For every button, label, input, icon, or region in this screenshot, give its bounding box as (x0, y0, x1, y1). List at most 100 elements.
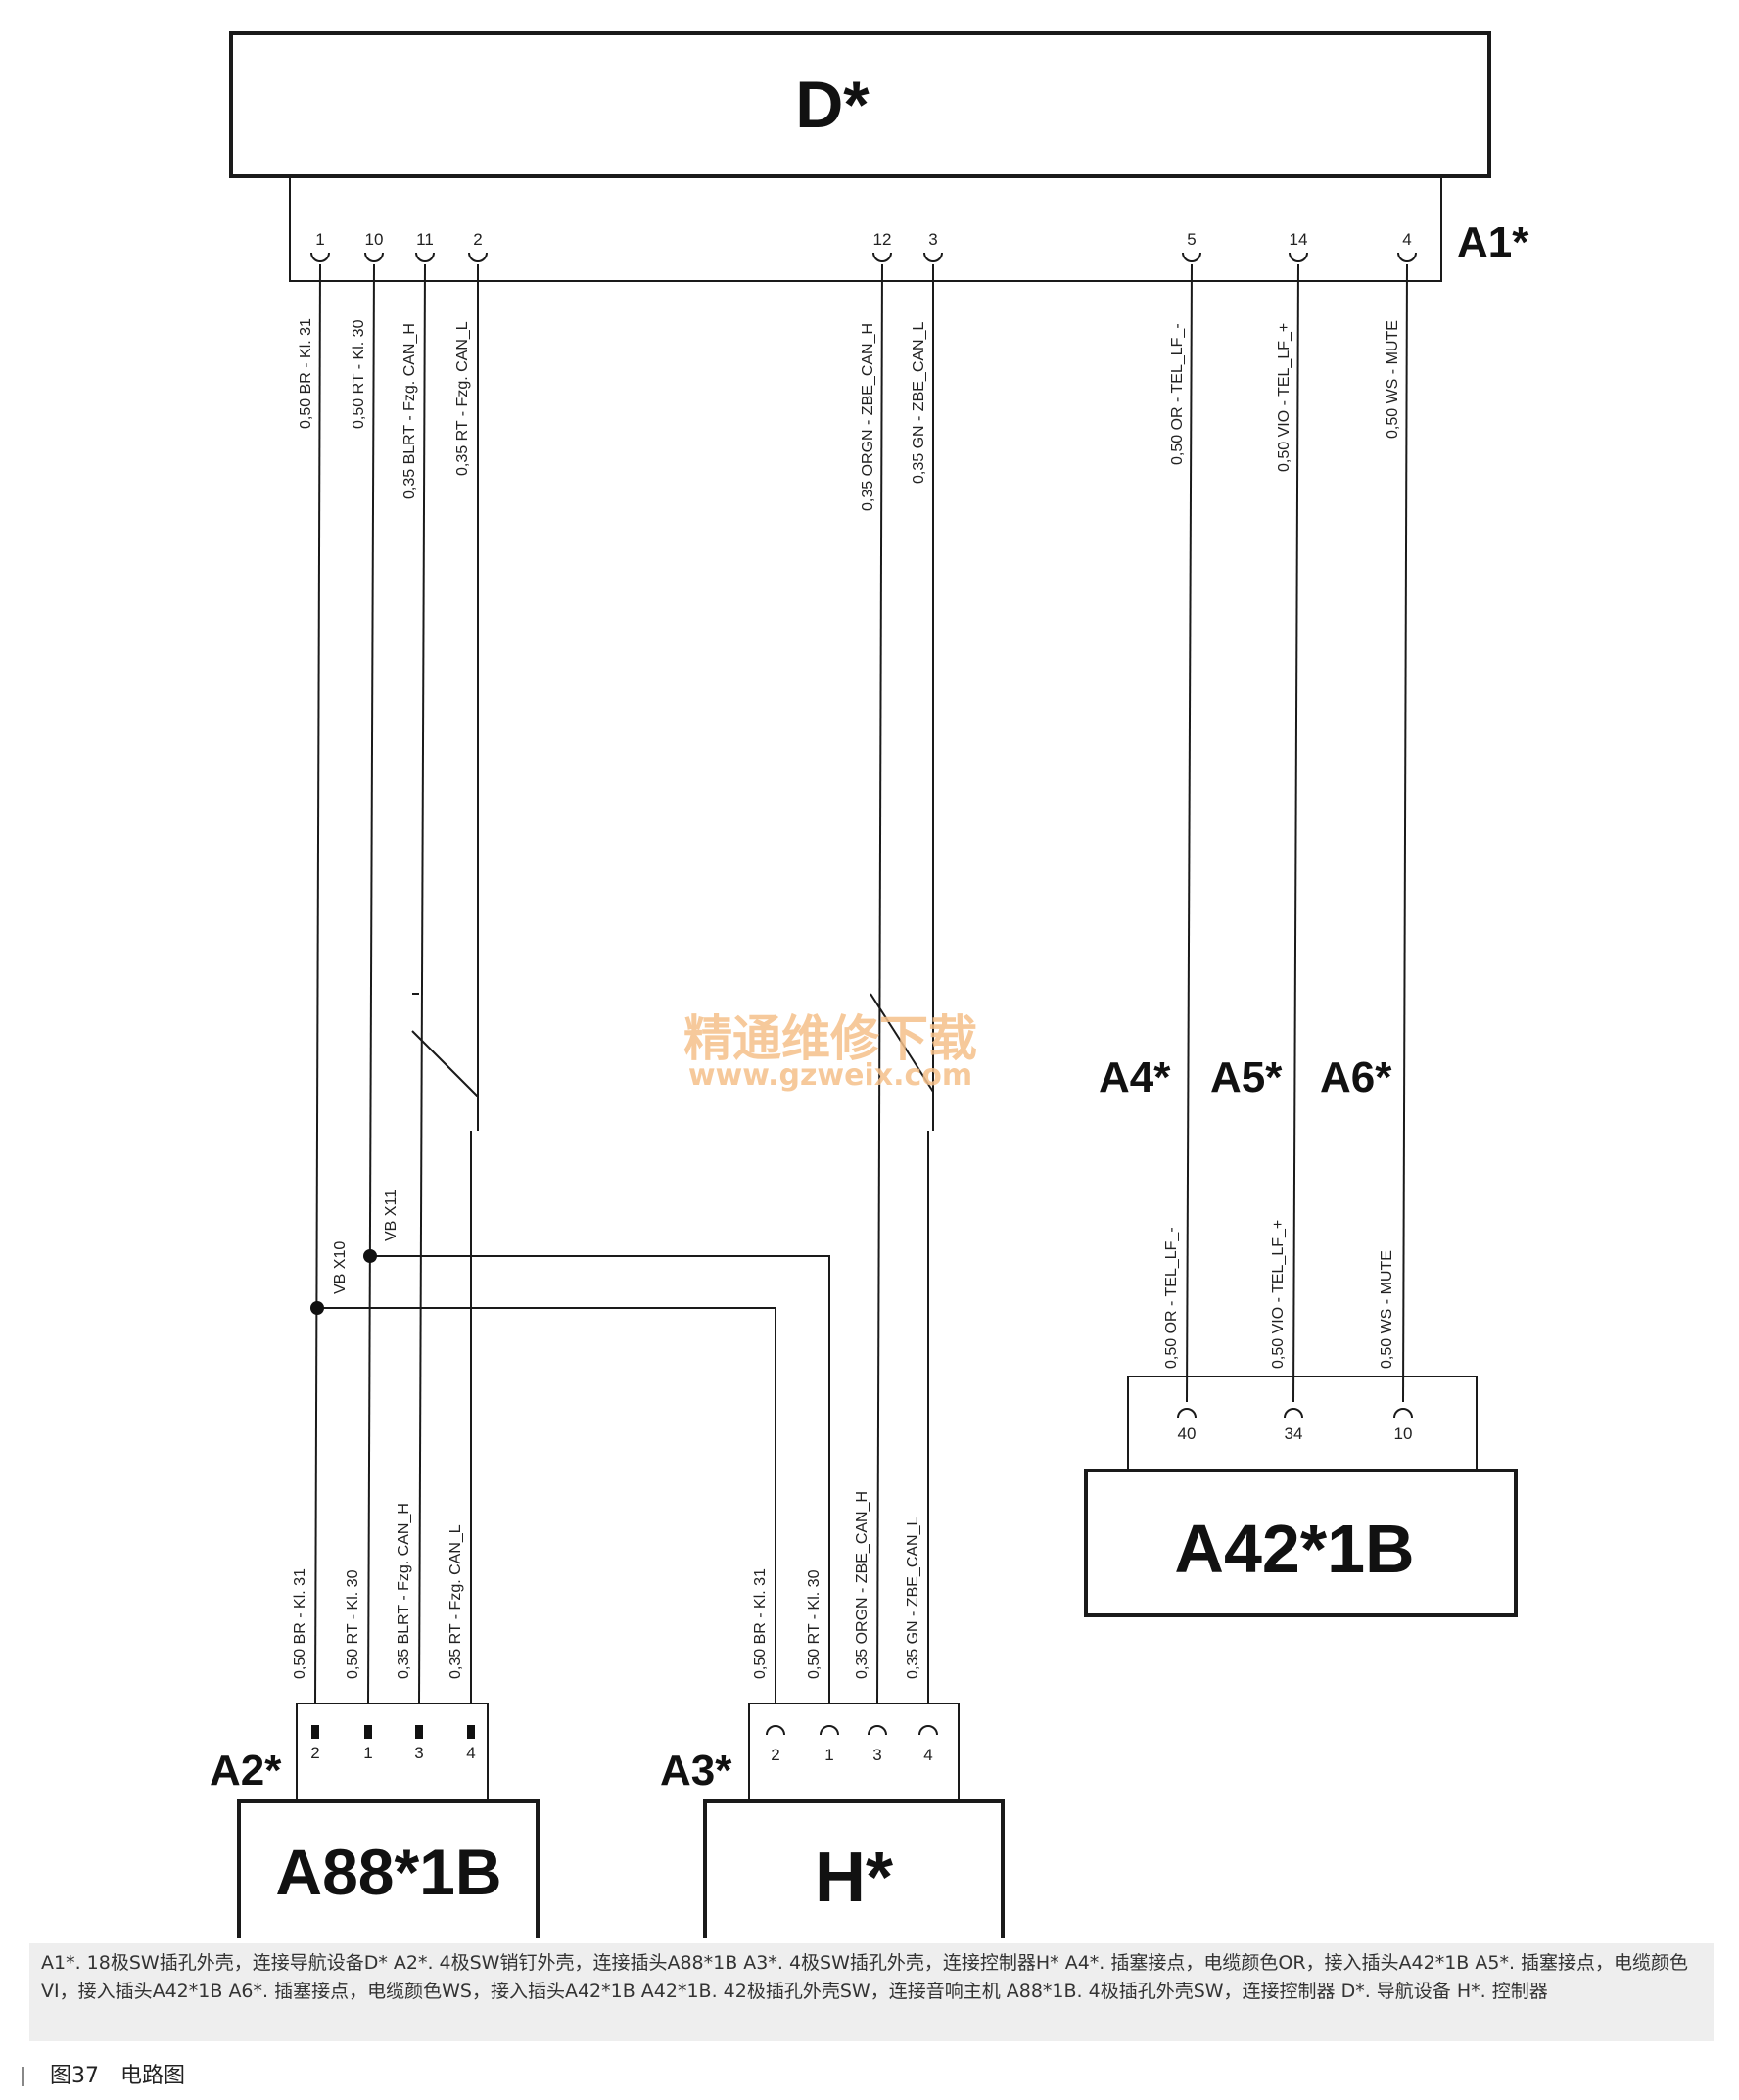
a3-pin-2: 2 (771, 1746, 779, 1764)
a3-wire-label-3: 0,35 ORGN - ZBE_CAN_H (854, 1491, 870, 1679)
a2-terminal-4 (467, 1725, 475, 1739)
wire-tel-lf-plus (1292, 263, 1299, 1403)
a42-wire-label-2: 0,50 VIO - TEL_LF_+ (1270, 1220, 1287, 1369)
a1-socket-4 (1397, 252, 1417, 262)
a3-pin-1: 1 (824, 1746, 833, 1764)
module-d-label: D* (795, 68, 870, 142)
a1-pin-10: 10 (365, 230, 384, 249)
a1-pin-12: 12 (873, 230, 892, 249)
connector-a6-label: A6* (1320, 1053, 1392, 1101)
a1-pin-2: 2 (473, 230, 482, 249)
a3-wire-label-1: 0,50 BR - Kl. 31 (752, 1568, 769, 1679)
a42-pin-10: 10 (1394, 1424, 1413, 1443)
connector-a1-box (289, 175, 1442, 282)
connector-a1-label: A1* (1457, 218, 1529, 266)
wire-mute (1402, 263, 1408, 1403)
a3-pin-4: 4 (923, 1746, 932, 1764)
connector-a4-label: A4* (1099, 1053, 1171, 1101)
connector-a5-label: A5* (1210, 1053, 1283, 1101)
module-a42-label: A42*1B (1174, 1511, 1414, 1587)
a2-pin-4: 4 (466, 1744, 475, 1762)
figure-number: 图37 (50, 2064, 99, 2088)
a42-pin-34: 34 (1285, 1424, 1303, 1443)
a2-pin-group: 2 1 3 4 (310, 1725, 476, 1762)
a2-pin-2: 2 (310, 1744, 319, 1762)
a1-wire-label-8: 0,50 VIO - TEL_LF_+ (1276, 323, 1292, 472)
module-a42-box (1084, 1469, 1518, 1617)
a1-wire-label-7: 0,50 OR - TEL_LF_- (1169, 323, 1186, 465)
a1-pin-11: 11 (416, 230, 434, 249)
figure-title: 电路图 (120, 2064, 186, 2088)
a3-socket-2 (766, 1725, 785, 1736)
a1-pin-1: 1 (315, 230, 324, 249)
watermark-cn: 精通维修下载 (683, 1009, 977, 1067)
a2-wire-label-4: 0,35 RT - Fzg. CAN_L (447, 1524, 464, 1679)
splice-label-vbx10: VB X10 (332, 1241, 349, 1294)
a3-wire-label-4: 0,35 GN - ZBE_CAN_L (905, 1517, 921, 1680)
a3-socket-4 (918, 1725, 938, 1736)
module-a88-label: A88*1B (275, 1836, 501, 1908)
a3-pin-3: 3 (872, 1746, 881, 1764)
splice-dot-vbx10 (310, 1301, 324, 1315)
a1-socket-5 (1182, 252, 1201, 262)
a42-wire-label-3: 0,50 WS - MUTE (1379, 1250, 1395, 1369)
a2-wire-label-2: 0,50 RT - Kl. 30 (345, 1569, 361, 1679)
a2-wire-label-1: 0,50 BR - Kl. 31 (292, 1568, 308, 1679)
connector-a2-box (296, 1703, 489, 1802)
a1-wire-label-4: 0,35 RT - Fzg. CAN_L (454, 321, 471, 476)
a1-wire-label-9: 0,50 WS - MUTE (1385, 320, 1401, 439)
a2-pin-3: 3 (414, 1744, 423, 1762)
splice-label-vbx11: VB X11 (383, 1190, 400, 1241)
a1-socket-14 (1289, 252, 1308, 262)
a1-socket-12 (872, 252, 892, 262)
a2-terminal-2 (311, 1725, 319, 1739)
connector-a2-label: A2* (210, 1747, 282, 1795)
a2-wire-label-3: 0,35 BLRT - Fzg. CAN_H (396, 1503, 412, 1679)
a1-wire-label-2: 0,50 RT - Kl. 30 (351, 319, 367, 429)
a42-socket-40 (1177, 1408, 1197, 1419)
watermark-url: www.gzweix.com (688, 1058, 972, 1093)
a42-pin-group: 40 34 10 (1177, 1408, 1413, 1443)
a42-socket-10 (1393, 1408, 1413, 1419)
a1-socket-1 (310, 252, 330, 262)
connector-a42-box (1127, 1376, 1478, 1471)
wire-fzg-can-h (418, 263, 426, 1704)
circuit-diagram: .ln { stroke: #1a1a1a; fill: none; } .pi… (210, 31, 1529, 1938)
connector-a3-label: A3* (660, 1747, 732, 1795)
a3-wire-label-2: 0,50 RT - Kl. 30 (806, 1569, 822, 1679)
wire-kl31 (314, 263, 321, 1704)
a42-wire-label-group: 0,50 OR - TEL_LF_-0,50 VIO - TEL_LF_+0,5… (1163, 1220, 1395, 1369)
a3-socket-1 (820, 1725, 839, 1736)
a1-pin-5: 5 (1187, 230, 1196, 249)
a1-wire-label-3: 0,35 BLRT - Fzg. CAN_H (401, 323, 418, 499)
wire-kl30 (367, 263, 375, 1704)
wire-zbe-twist-cross (870, 993, 934, 1093)
wire-fzg-twist-cross (411, 1030, 479, 1097)
a2-wire-label-group: 0,50 BR - Kl. 31 0,50 RT - Kl. 30 0,35 BLR… (292, 1503, 464, 1679)
a3-socket-3 (868, 1725, 887, 1736)
a42-pin-40: 40 (1178, 1424, 1197, 1443)
a3-pin-group: 2 1 3 4 (766, 1725, 938, 1764)
a1-pin-14: 14 (1290, 230, 1308, 249)
a1-wire-label-6: 0,35 GN - ZBE_CAN_L (911, 322, 927, 485)
branch-vbx10 (317, 1307, 776, 1703)
figure-label: 图37 电路图 (22, 2058, 185, 2089)
a1-wire-label-1: 0,50 BR - Kl. 31 (298, 318, 314, 429)
a2-terminal-1 (364, 1725, 372, 1739)
wire-group (314, 263, 1408, 1704)
figure-caption: A1*. 18极SW插孔外壳，连接导航设备D* A2*. 4极SW销钉外壳，连接… (29, 1943, 1714, 2041)
a3-wire-label-group: 0,50 BR - Kl. 31 0,50 RT - Kl. 30 0,35 ORG… (752, 1491, 921, 1679)
a2-terminal-3 (415, 1725, 423, 1739)
branch-vbx11 (370, 1255, 830, 1703)
wire-tel-lf-minus (1186, 263, 1193, 1403)
module-h-box (703, 1799, 1005, 1938)
a42-socket-34 (1284, 1408, 1303, 1419)
a1-socket-11 (415, 252, 435, 262)
a1-socket-3 (923, 252, 943, 262)
a1-wire-label-group: 0,50 BR - Kl. 31 0,50 RT - Kl. 30 0,35 BLR… (298, 318, 1401, 511)
a1-wire-label-5: 0,35 ORGN - ZBE_CAN_H (860, 323, 876, 511)
module-h-label: H* (815, 1839, 893, 1917)
splice-dot-vbx11 (363, 1249, 377, 1263)
a2-pin-1: 1 (363, 1744, 372, 1762)
